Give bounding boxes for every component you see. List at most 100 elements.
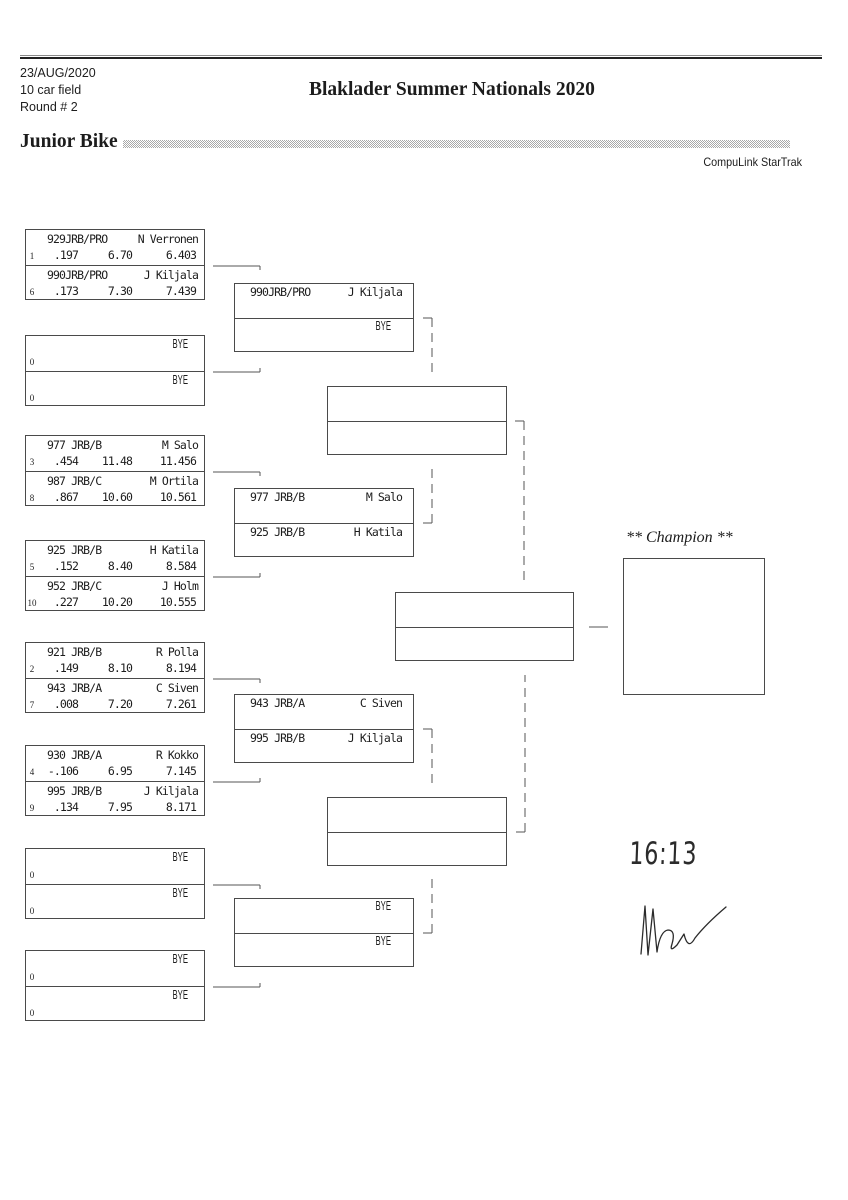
entrant-number: 925 JRB/B bbox=[47, 543, 102, 557]
elapsed-time: 7.261 bbox=[165, 696, 197, 711]
lane-bottom bbox=[396, 626, 573, 662]
reaction-time: .173 bbox=[53, 283, 79, 298]
entrant-number: 943 JRB/A bbox=[47, 680, 102, 695]
field-size: 10 car field bbox=[20, 83, 82, 97]
handwritten-time: 16:13 bbox=[628, 836, 698, 872]
driver-name: BYE bbox=[172, 850, 188, 864]
event-title: Blaklader Summer Nationals 2020 bbox=[309, 79, 595, 100]
reaction-time: .152 bbox=[53, 559, 79, 573]
seed-number: 0 bbox=[29, 392, 35, 403]
seed-number: 8 bbox=[29, 492, 35, 503]
round-number: Round # 2 bbox=[20, 100, 78, 114]
final-match-box bbox=[395, 592, 574, 661]
class-heading-stipple bbox=[123, 140, 790, 148]
round3-match-box bbox=[327, 797, 507, 866]
dial-in: 11.48 bbox=[101, 454, 133, 468]
driver-name: M Ortila bbox=[149, 473, 199, 488]
driver-name: BYE bbox=[375, 318, 391, 333]
driver-name: H Katila bbox=[353, 524, 403, 539]
lane-top: BYE bbox=[235, 899, 413, 933]
driver-name: R Kokko bbox=[155, 748, 199, 762]
reaction-time: .867 bbox=[53, 489, 79, 504]
driver-name: J Kiljala bbox=[143, 783, 199, 798]
elapsed-time: 8.584 bbox=[165, 559, 197, 573]
reaction-time: .227 bbox=[53, 594, 79, 609]
driver-name: J Holm bbox=[161, 578, 199, 593]
dial-in: 8.40 bbox=[107, 559, 133, 573]
header-rule-thin bbox=[20, 55, 822, 56]
seed-number: 3 bbox=[29, 457, 35, 467]
seed-number: 6 bbox=[29, 286, 35, 297]
dial-in: 8.10 bbox=[107, 661, 133, 675]
reaction-time: .454 bbox=[53, 454, 79, 468]
dial-in: 10.20 bbox=[101, 594, 133, 609]
seed-number: 1 bbox=[29, 251, 35, 261]
entrant-number: 977 JRB/B bbox=[47, 438, 102, 452]
lane-bottom: 995 JRB/B J Kiljala bbox=[235, 728, 413, 764]
entrant-number: 995 JRB/B bbox=[47, 783, 102, 798]
driver-name: J Kiljala bbox=[347, 730, 403, 745]
elapsed-time: 10.555 bbox=[159, 594, 197, 609]
lane-bottom bbox=[328, 831, 506, 867]
entrant-number: 943 JRB/A bbox=[250, 696, 305, 710]
dial-in: 7.95 bbox=[107, 799, 133, 814]
lane-top bbox=[328, 387, 506, 421]
header-rule-thick bbox=[20, 57, 822, 59]
driver-name: BYE bbox=[172, 987, 188, 1002]
entrant-number: 990JRB/PRO bbox=[250, 285, 311, 299]
driver-name: C Siven bbox=[155, 680, 199, 695]
driver-name: H Katila bbox=[149, 543, 199, 557]
dial-in: 6.70 bbox=[107, 248, 133, 262]
entrant-number: 929JRB/PRO bbox=[47, 232, 108, 246]
driver-name: BYE bbox=[172, 337, 188, 351]
handwritten-signature bbox=[640, 905, 727, 956]
elapsed-time: 11.456 bbox=[159, 454, 197, 468]
seed-number: 7 bbox=[29, 699, 35, 710]
entrant-number: 952 JRB/C bbox=[47, 578, 102, 593]
lane-top: 977 JRB/B M Salo 3 .454 11.48 11.456 bbox=[26, 436, 204, 471]
lane-bottom: BYE bbox=[235, 932, 413, 968]
seed-number: 0 bbox=[29, 870, 35, 880]
entrant-number: 930 JRB/A bbox=[47, 748, 102, 762]
lane-bottom: BYE 0 bbox=[26, 370, 204, 407]
lane-top bbox=[396, 593, 573, 627]
elapsed-time: 8.194 bbox=[165, 661, 197, 675]
driver-name: BYE bbox=[172, 372, 188, 387]
driver-name: M Salo bbox=[161, 438, 199, 452]
driver-name: M Salo bbox=[365, 490, 403, 504]
dial-in: 7.20 bbox=[107, 696, 133, 711]
entrant-number: 921 JRB/B bbox=[47, 645, 102, 659]
elapsed-time: 10.561 bbox=[159, 489, 197, 504]
driver-name: R Polla bbox=[155, 645, 199, 659]
elapsed-time: 8.171 bbox=[165, 799, 197, 814]
entrant-number: 995 JRB/B bbox=[250, 730, 305, 745]
driver-name: BYE bbox=[172, 952, 188, 966]
reaction-time: -.106 bbox=[47, 764, 79, 778]
seed-number: 2 bbox=[29, 664, 35, 674]
champion-box bbox=[623, 558, 765, 695]
